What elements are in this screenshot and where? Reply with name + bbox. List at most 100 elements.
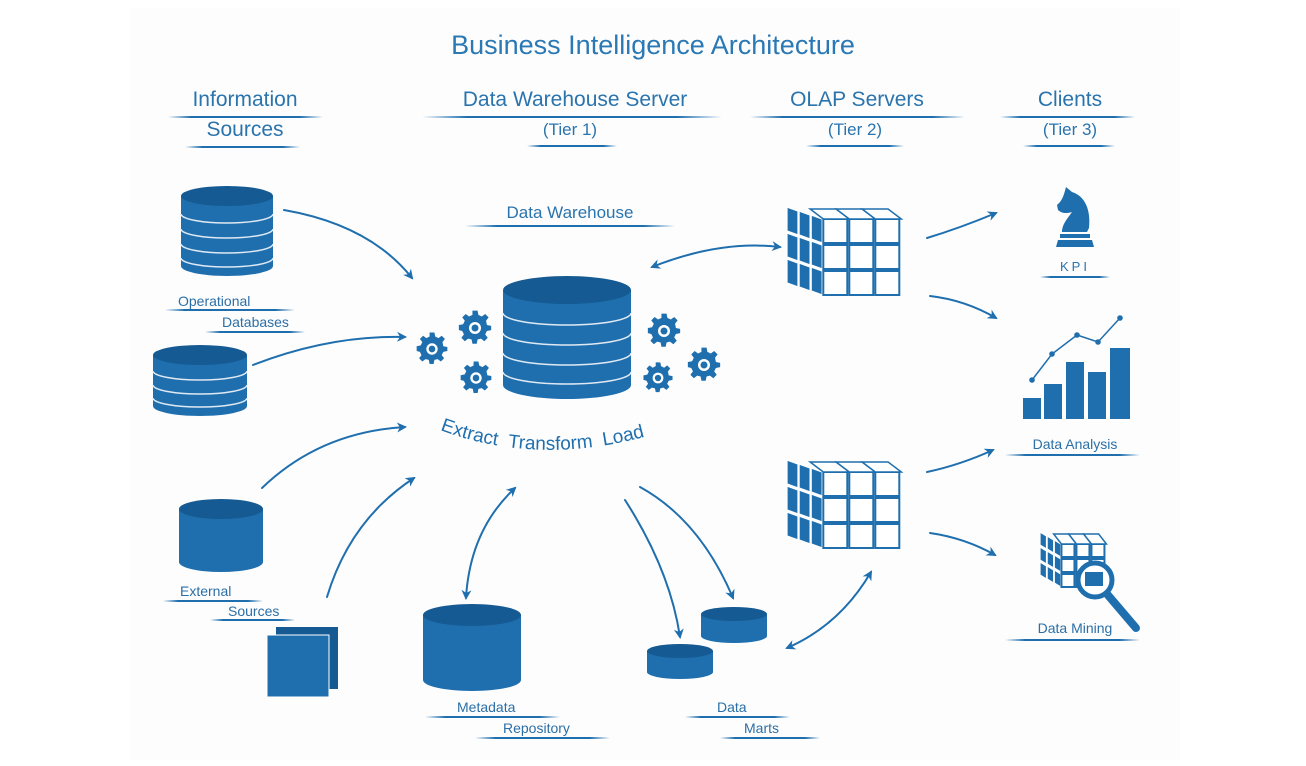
label-marts: Marts — [744, 720, 779, 736]
bar-chart-icon — [1023, 315, 1130, 419]
cube-cell — [1053, 568, 1062, 589]
cube-cell — [798, 515, 811, 545]
label-kpi: KPI — [1060, 259, 1090, 274]
cube-cell — [786, 485, 799, 515]
cube-cell — [786, 258, 799, 288]
tier-header-clients: Clients — [1037, 88, 1103, 111]
cube-cell — [786, 459, 799, 489]
cube-cell — [798, 463, 811, 493]
cube-cell — [822, 218, 849, 244]
label-repository: Repository — [503, 720, 570, 736]
arrow-external-to-etl — [261, 422, 407, 489]
cube-cell — [848, 218, 875, 244]
tier-header-dw-server: Data Warehouse Server — [462, 88, 688, 111]
underline — [422, 116, 722, 118]
label-data: Data — [717, 699, 747, 715]
flow-arrows — [252, 209, 998, 650]
underline — [1005, 454, 1140, 456]
underline — [205, 331, 305, 333]
gear-icon — [458, 310, 492, 344]
label-sources: Sources — [228, 603, 280, 619]
chess-knight-icon — [1056, 187, 1094, 247]
tier-header-olap: OLAP Servers — [790, 88, 924, 111]
olap-cube-icon — [786, 206, 904, 296]
cube-cell — [859, 208, 904, 220]
underline — [1005, 639, 1140, 641]
underline — [465, 225, 675, 227]
cube-cell — [786, 232, 799, 262]
tier-1-label: (Tier 1) — [542, 120, 598, 139]
external-source-database-icon — [179, 499, 263, 572]
label-databases: Databases — [222, 314, 289, 330]
cube-cell — [822, 244, 849, 270]
cube-cell — [810, 467, 823, 497]
underline — [185, 146, 300, 148]
cube-cell — [810, 266, 823, 296]
underline — [475, 737, 610, 739]
cube-cell — [822, 270, 849, 296]
label-data-warehouse: Data Warehouse — [506, 203, 634, 222]
arrow-operational2-to-etl — [252, 331, 407, 366]
gear-icon — [643, 362, 673, 393]
cube-cell — [1039, 545, 1048, 566]
tier-2-label: (Tier 2) — [827, 120, 883, 139]
arrow-olap2-to-mining — [929, 532, 997, 556]
underline — [1000, 116, 1135, 118]
cube-cell — [1046, 534, 1055, 555]
cube-cell — [810, 214, 823, 244]
underline — [685, 716, 790, 718]
cube-cell — [1046, 549, 1055, 570]
magnifier-icon — [1075, 560, 1140, 632]
cube-cell — [1046, 564, 1055, 585]
underline — [168, 116, 323, 118]
arrow-files-to-etl — [326, 476, 416, 598]
cube-cell — [848, 270, 875, 296]
underline — [720, 737, 820, 739]
cube-cell — [810, 240, 823, 270]
underline — [1040, 276, 1110, 278]
cube-cell — [810, 493, 823, 523]
arrow-olap2-marts — [785, 570, 873, 650]
gear-icon — [647, 313, 681, 347]
cube-cell — [798, 262, 811, 292]
arrow-etl-to-mart2 — [639, 486, 735, 600]
arrow-metadata-etl — [461, 486, 517, 600]
label-data-mining: Data Mining — [1037, 620, 1113, 636]
cube-cell — [874, 471, 901, 497]
underline — [163, 600, 263, 602]
cube-cell — [822, 471, 849, 497]
cube-cell — [1053, 553, 1062, 574]
label-metadata: Metadata — [457, 699, 516, 715]
cube-cell — [798, 210, 811, 240]
cube-cell — [1060, 558, 1076, 573]
operational-database-icon — [180, 186, 274, 276]
underline — [750, 116, 965, 118]
tier-3-label: (Tier 3) — [1042, 120, 1098, 139]
cube-cell — [822, 523, 849, 549]
label-data-analysis: Data Analysis — [1032, 436, 1118, 452]
arrow-operational-to-etl — [283, 209, 414, 280]
cube-cell — [1060, 543, 1076, 558]
cube-cell — [874, 244, 901, 270]
cube-cell — [1039, 560, 1048, 581]
arrow-olap1-to-kpi — [926, 211, 998, 239]
cube-cell — [1060, 573, 1076, 588]
underline — [210, 619, 295, 621]
cube-cell — [874, 218, 901, 244]
cube-cell — [859, 461, 904, 473]
cube-cell — [786, 511, 799, 541]
gear-icon — [416, 332, 448, 364]
cube-cell — [848, 523, 875, 549]
gear-icon — [460, 361, 492, 393]
diagram-title: Business Intelligence Architecture — [451, 30, 855, 60]
arrow-olap1-to-analysis — [929, 295, 998, 320]
cube-cell — [810, 519, 823, 549]
cube-cell — [874, 523, 901, 549]
cube-cell — [798, 489, 811, 519]
arrow-olap2-to-analysis — [926, 448, 995, 473]
arrow-etl-to-mart1 — [624, 499, 684, 639]
data-warehouse-icon — [502, 276, 632, 399]
cube-cell — [848, 471, 875, 497]
label-operational: Operational — [178, 293, 251, 309]
olap-cube-icon — [786, 459, 904, 549]
